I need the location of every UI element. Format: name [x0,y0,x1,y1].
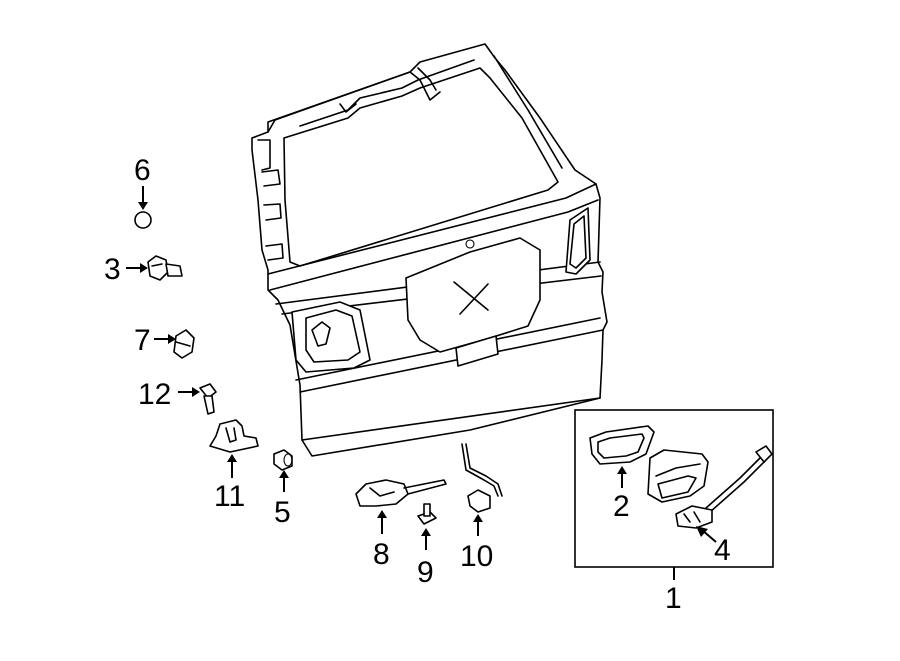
callout-12: 12 [138,378,171,411]
liftgate [251,43,608,457]
inset-box [574,409,774,568]
callout-3: 3 [104,253,121,286]
callout-8: 8 [373,538,390,571]
callout-2: 2 [613,490,630,523]
callout-7: 7 [134,324,151,357]
callout-10: 10 [460,540,493,573]
part-9-bolt [417,503,437,525]
callout-6: 6 [134,154,151,187]
part-12-stud [199,383,217,415]
part-5-bumper [273,449,293,471]
callout-4: 4 [714,534,731,567]
callout-arrows [126,186,717,550]
part-10-cable [461,443,503,513]
part-3-bolt [147,255,183,281]
part-11-striker [209,419,259,453]
callout-11: 11 [214,480,245,513]
part-8-latch [355,479,447,507]
part-6-grommet [134,211,152,229]
part-7-bumper [173,329,195,359]
callout-5: 5 [274,496,291,529]
callout-9: 9 [417,556,434,589]
callout-1: 1 [665,582,682,615]
